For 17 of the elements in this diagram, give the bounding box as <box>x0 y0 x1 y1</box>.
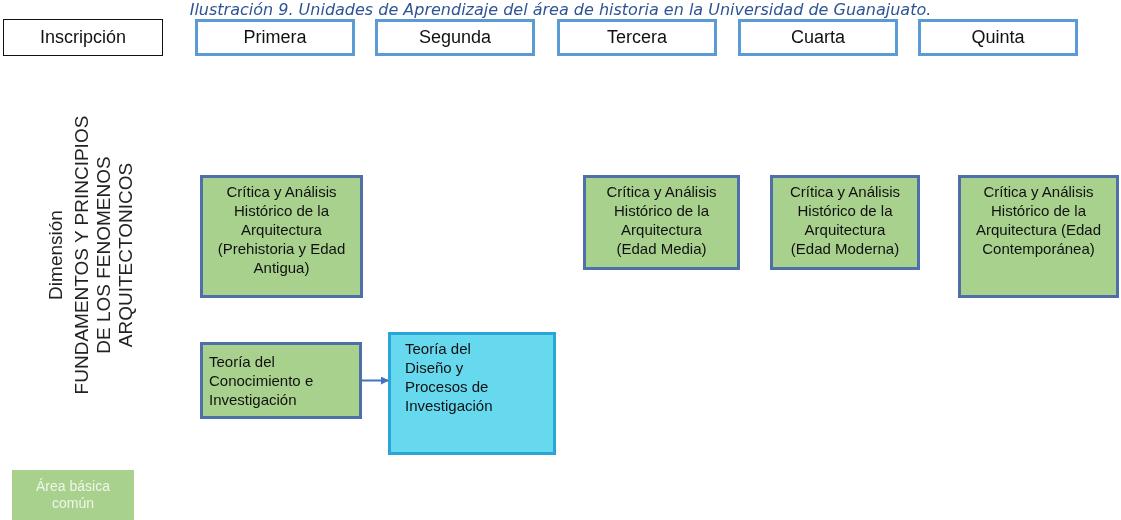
axis-label: Dimensión <box>45 209 67 302</box>
course-box: Crítica y Análisis Histórico de la Arquitectura (Prehistoria y Edad Antigua) <box>200 175 363 298</box>
course-box: Crítica y Análisis Histórico de la Arquitectura (Edad Contemporánea) <box>958 175 1119 298</box>
arrow <box>361 376 389 385</box>
header-box: Segunda <box>375 19 535 56</box>
caption: Ilustración 9. Unidades de Aprendizaje del área de historia en la Universidad de Guanajuato. <box>188 0 933 19</box>
header-box: Inscripción <box>3 19 163 56</box>
legend-swatch: Área básica común <box>12 470 134 520</box>
header-box: Tercera <box>557 19 717 56</box>
header-box: Cuarta <box>738 19 898 56</box>
course-box: Crítica y Análisis Histórico de la Arquitectura (Edad Moderna) <box>770 175 920 270</box>
header-box: Quinta <box>918 19 1078 56</box>
course-box: Teoría del Diseño y Procesos de Investigación <box>388 332 556 455</box>
axis-label: FUNDAMENTOS Y PRINCIPIOS DE LOS FENOMENOS ARQUITECTONICOS <box>71 114 137 397</box>
course-box: Teoría del Conocimiento e Investigación <box>200 342 362 419</box>
course-box: Crítica y Análisis Histórico de la Arquitectura (Edad Media) <box>583 175 740 270</box>
header-box: Primera <box>195 19 355 56</box>
